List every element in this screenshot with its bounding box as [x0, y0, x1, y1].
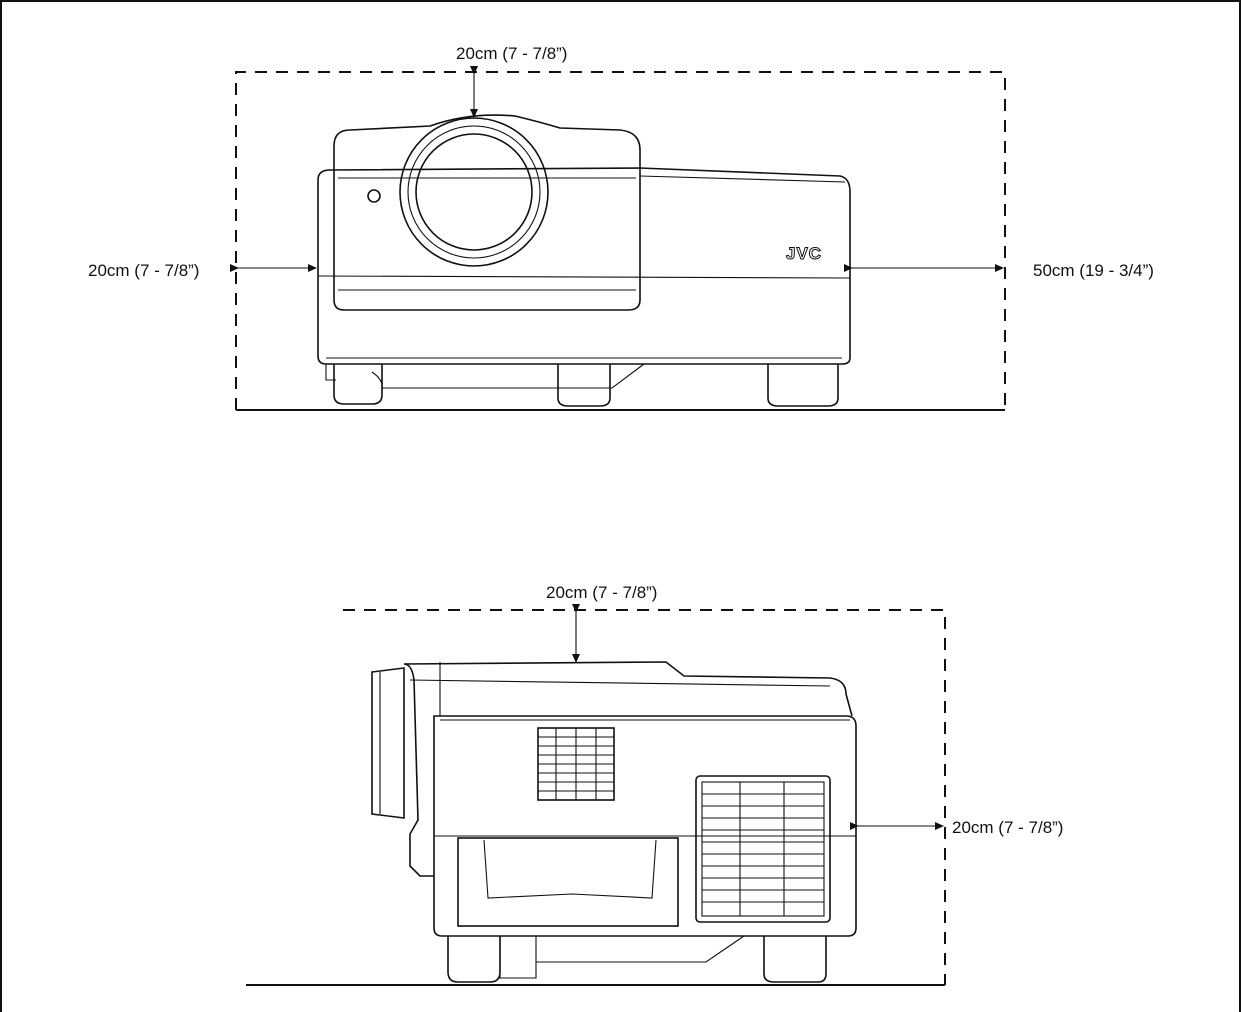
lens-glass	[415, 133, 533, 251]
projector-side-drawing	[371, 661, 857, 983]
front-foot-left	[333, 364, 383, 405]
side-vent-large	[695, 775, 831, 923]
ir-sensor-icon	[367, 189, 381, 203]
side-foot-front	[447, 936, 501, 983]
side-rear-clearance-label: 20cm (7 - 7/8”)	[952, 818, 1063, 837]
front-top-clearance-label: 20cm (7 - 7/8”)	[456, 44, 567, 63]
side-view: 20cm (7 - 7/8”) 20cm (7 - 7/8”)	[246, 583, 1063, 986]
front-left-clearance-label: 20cm (7 - 7/8”)	[88, 261, 199, 280]
front-clearance-boundary	[235, 71, 1006, 410]
front-foot-center	[557, 364, 611, 407]
front-foot-right	[767, 364, 839, 407]
front-view: JVC 20cm (7 - 7/8”) 20cm (7 - 7/8”) 50cm…	[88, 44, 1154, 411]
brand-logo: JVC	[786, 244, 822, 263]
side-clearance-boundary	[343, 609, 946, 985]
side-lower-panel	[457, 837, 679, 927]
side-top-clearance-label: 20cm (7 - 7/8”)	[546, 583, 657, 602]
projector-front-drawing: JVC	[317, 114, 851, 407]
side-foot-rear	[763, 936, 827, 983]
lens-outer	[399, 117, 549, 267]
front-right-clearance-label: 50cm (19 - 3/4”)	[1033, 261, 1154, 280]
side-lens-barrel	[371, 667, 405, 819]
